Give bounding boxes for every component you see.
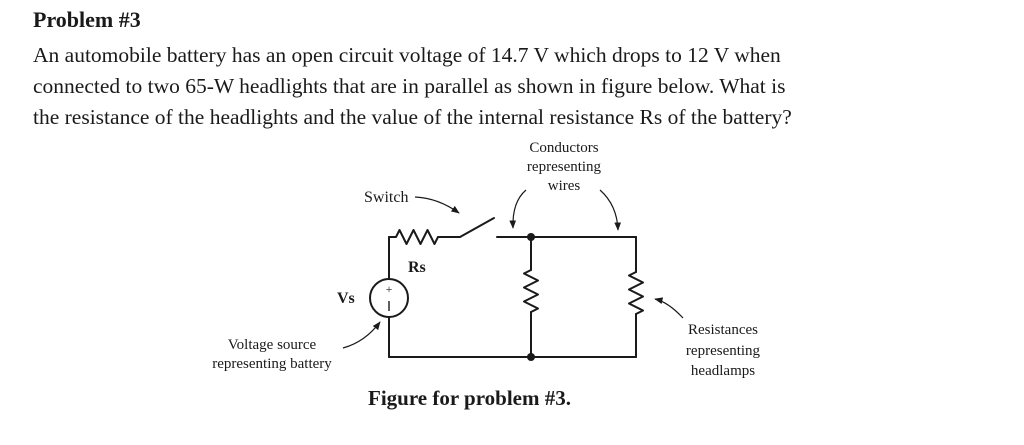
- conductors-label-line-2: representing: [527, 159, 602, 175]
- resistances-label-line-3: headlamps: [691, 363, 755, 379]
- conductors-label-line-1: Conductors: [529, 140, 598, 156]
- battery-plus-sign: +: [386, 282, 393, 296]
- source-label-line-2: representing battery: [212, 356, 332, 372]
- problem-statement: An automobile battery has an open circui…: [33, 40, 993, 133]
- problem-line-3: the resistance of the headlights and the…: [33, 105, 792, 129]
- vs-label: Vs: [337, 290, 355, 307]
- figure-caption: Figure for problem #3.: [368, 386, 571, 410]
- resistor-lamp-1: [523, 269, 539, 313]
- switch-label: Switch: [364, 189, 408, 206]
- resistances-label-line-2: representing: [686, 343, 761, 359]
- source-label-line-1: Voltage source: [228, 337, 317, 353]
- conductors-label-line-3: wires: [548, 178, 581, 194]
- conductor-callout-arrow-left: [509, 189, 527, 229]
- source-callout-arrow: [342, 321, 381, 349]
- resistor-lamp-2: [628, 271, 644, 315]
- junction-dot-bottom: [527, 353, 535, 361]
- switch-blade: [459, 217, 495, 238]
- problem-title: Problem #3: [33, 7, 141, 32]
- junction-dot-top: [527, 233, 535, 241]
- resistances-label-line-1: Resistances: [688, 322, 758, 338]
- problem-line-2: connected to two 65-W headlights that ar…: [33, 74, 786, 98]
- rs-label: Rs: [408, 259, 426, 276]
- resistor-rs: [388, 229, 461, 245]
- problem-line-1: An automobile battery has an open circui…: [33, 43, 781, 67]
- switch-callout-arrow: [414, 196, 460, 214]
- conductor-callout-arrow-right: [599, 189, 622, 231]
- resistance-callout-arrow: [654, 297, 684, 319]
